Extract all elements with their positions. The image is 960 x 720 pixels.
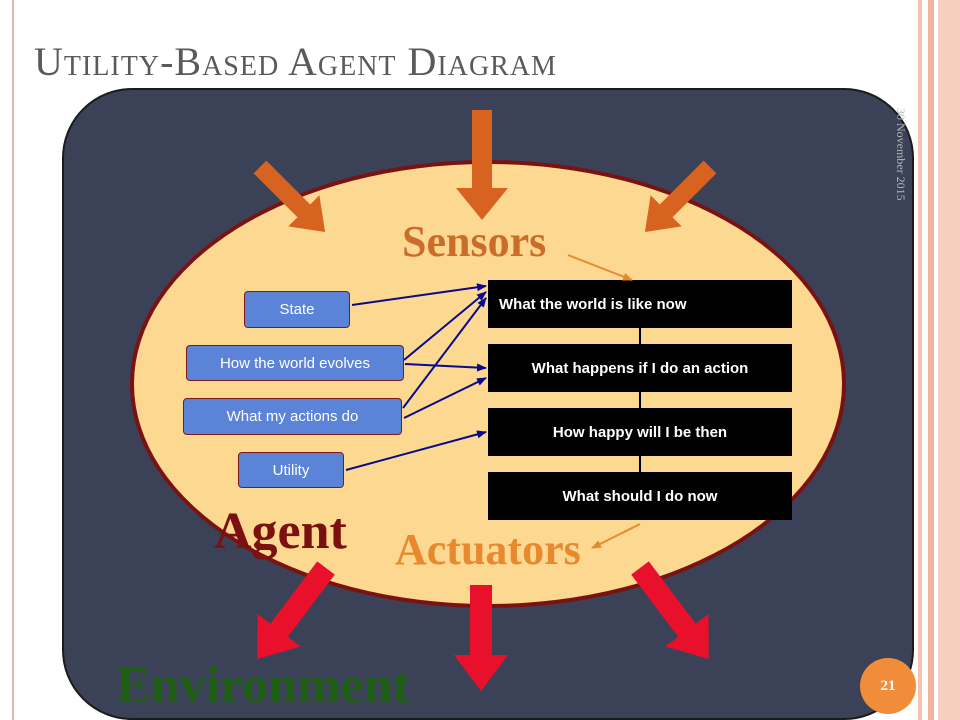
sensor-arrow-left bbox=[253, 160, 326, 233]
utility-node: Utility bbox=[238, 452, 344, 488]
actuator-arrow-left bbox=[257, 561, 335, 660]
knowledge-lines bbox=[345, 283, 487, 471]
left-rule bbox=[12, 0, 14, 720]
do-now-box: What should I do now bbox=[488, 472, 792, 520]
sensors-label: Sensors bbox=[402, 217, 547, 266]
pipeline-connector bbox=[639, 328, 641, 472]
line-state-world bbox=[351, 283, 487, 306]
environment-label: Environment bbox=[116, 657, 410, 714]
world-now-box: What the world is like now bbox=[488, 280, 792, 328]
actuator-arrow-center bbox=[454, 585, 508, 691]
actuators-label: Actuators bbox=[395, 525, 581, 574]
sensor-arrow-center bbox=[456, 110, 508, 220]
state-node: State bbox=[244, 291, 350, 328]
sensors-pointer bbox=[567, 254, 633, 281]
agent-label: Agent bbox=[214, 503, 347, 560]
how-happy-box: How happy will I be then bbox=[488, 408, 792, 456]
actuator-arrow-right bbox=[631, 561, 709, 660]
actuator-arrows bbox=[257, 561, 709, 691]
happens-if-box: What happens if I do an action bbox=[488, 344, 792, 392]
slide-date: 30 November 2015 bbox=[894, 108, 908, 201]
right-band-2 bbox=[928, 0, 934, 720]
line-actions-happens bbox=[403, 377, 487, 419]
line-actions-world bbox=[402, 297, 487, 409]
actions-do-node: What my actions do bbox=[183, 398, 402, 435]
page-number-badge: 21 bbox=[860, 658, 916, 714]
sensor-arrow-right bbox=[644, 160, 717, 233]
line-evolves-happens bbox=[404, 363, 487, 372]
line-evolves-world bbox=[403, 291, 487, 361]
right-band-1 bbox=[918, 0, 922, 720]
line-utility-happy bbox=[345, 430, 487, 471]
right-band-3 bbox=[938, 0, 960, 720]
actuators-pointer bbox=[591, 523, 641, 549]
world-evolves-node: How the world evolves bbox=[186, 345, 404, 381]
sensor-arrows bbox=[253, 110, 717, 233]
slide-title: Utility-Based Agent Diagram bbox=[34, 39, 557, 84]
